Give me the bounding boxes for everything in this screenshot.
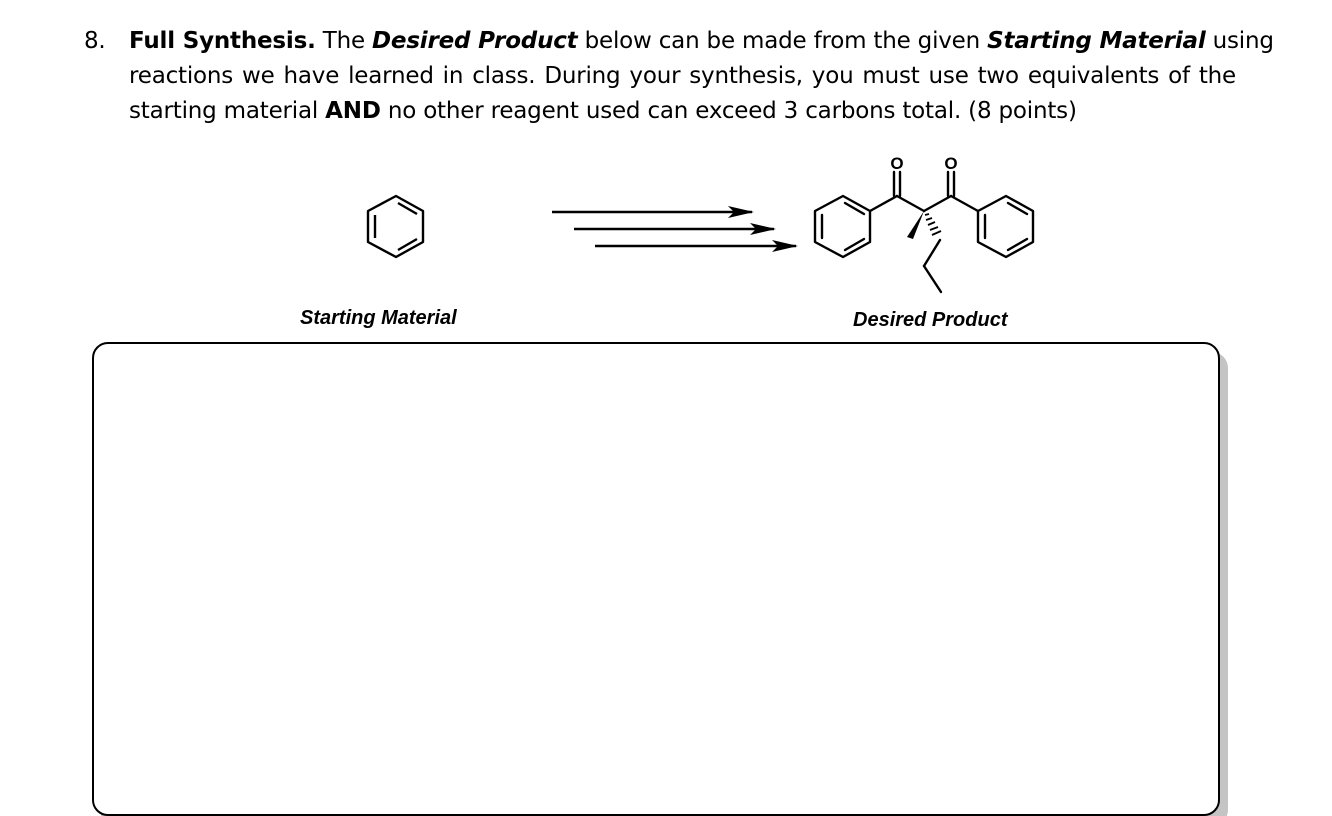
desired-product-label: Desired Product (853, 309, 1008, 331)
starting-material-emphasis: Starting Material (987, 28, 1206, 54)
question-line-3: starting material AND no other reagent u… (129, 94, 1236, 129)
question-number: 8. (84, 28, 106, 54)
product-structure-icon (813, 170, 1035, 294)
question-text-segment: The (315, 28, 373, 54)
question-text-segment: starting material (129, 98, 326, 124)
oxygen-label-right: O (944, 154, 957, 173)
multi-step-arrow-icon (552, 206, 798, 252)
and-emphasis: AND (325, 98, 381, 124)
oxygen-label-left: O (890, 154, 903, 173)
question-text-segment: using (1205, 28, 1274, 54)
question-text: Full Synthesis. The Desired Product belo… (129, 24, 1274, 129)
benzene-structure-icon (366, 194, 425, 259)
question-text-segment: no other reagent used can exceed 3 carbo… (380, 98, 1077, 124)
starting-material-label: Starting Material (300, 307, 457, 329)
hashed-bond-icon (924, 213, 942, 236)
oxygen-labels: O O (890, 154, 957, 173)
wedge-bond-icon (907, 211, 924, 239)
question-text-segment: below can be made from the given (577, 28, 988, 54)
question-line-1: Full Synthesis. The Desired Product belo… (129, 24, 1274, 59)
question-8: 8. Full Synthesis. The Desired Product b… (84, 24, 1274, 129)
question-line-2: reactions we have learned in class. Duri… (129, 63, 1236, 89)
question-title: Full Synthesis. (129, 28, 316, 54)
desired-product-emphasis: Desired Product (372, 28, 578, 54)
answer-box[interactable] (92, 342, 1220, 816)
